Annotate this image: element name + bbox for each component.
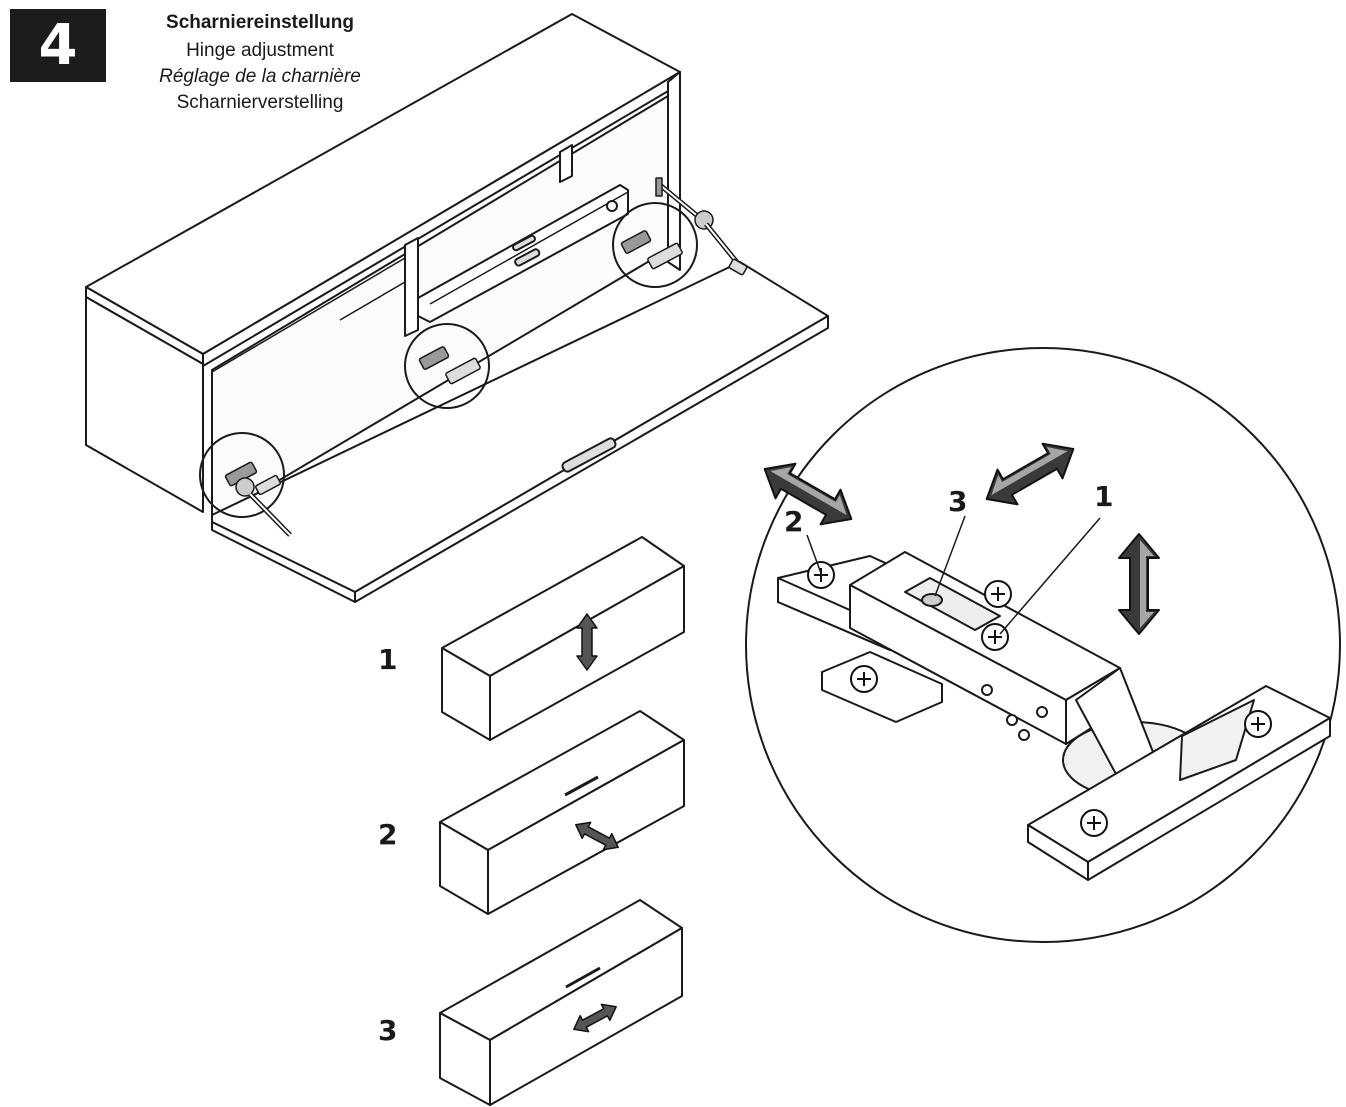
- hinge-detail: 2 3 1: [745, 347, 1341, 943]
- title-german: Scharniereinstellung: [166, 12, 354, 33]
- title-dutch: Scharnierverstelling: [176, 92, 344, 113]
- adjustment-box-3: [439, 899, 683, 1106]
- callout-3: 3: [948, 485, 967, 518]
- callout-2: 2: [784, 505, 803, 538]
- step-label-1: 1: [378, 643, 397, 676]
- adjustment-box-1: [441, 536, 685, 741]
- title-french: Réglage de la charnière: [159, 66, 361, 87]
- cabinet-illustration: [85, 13, 829, 603]
- callout-1: 1: [1094, 480, 1113, 513]
- adjustment-box-2: [439, 710, 685, 915]
- vertical-arrow-icon: [576, 613, 598, 671]
- title-english: Hinge adjustment: [186, 40, 334, 61]
- step-label-3: 3: [378, 1014, 397, 1047]
- step-label-2: 2: [378, 818, 397, 851]
- step-number-badge: 4: [10, 9, 106, 82]
